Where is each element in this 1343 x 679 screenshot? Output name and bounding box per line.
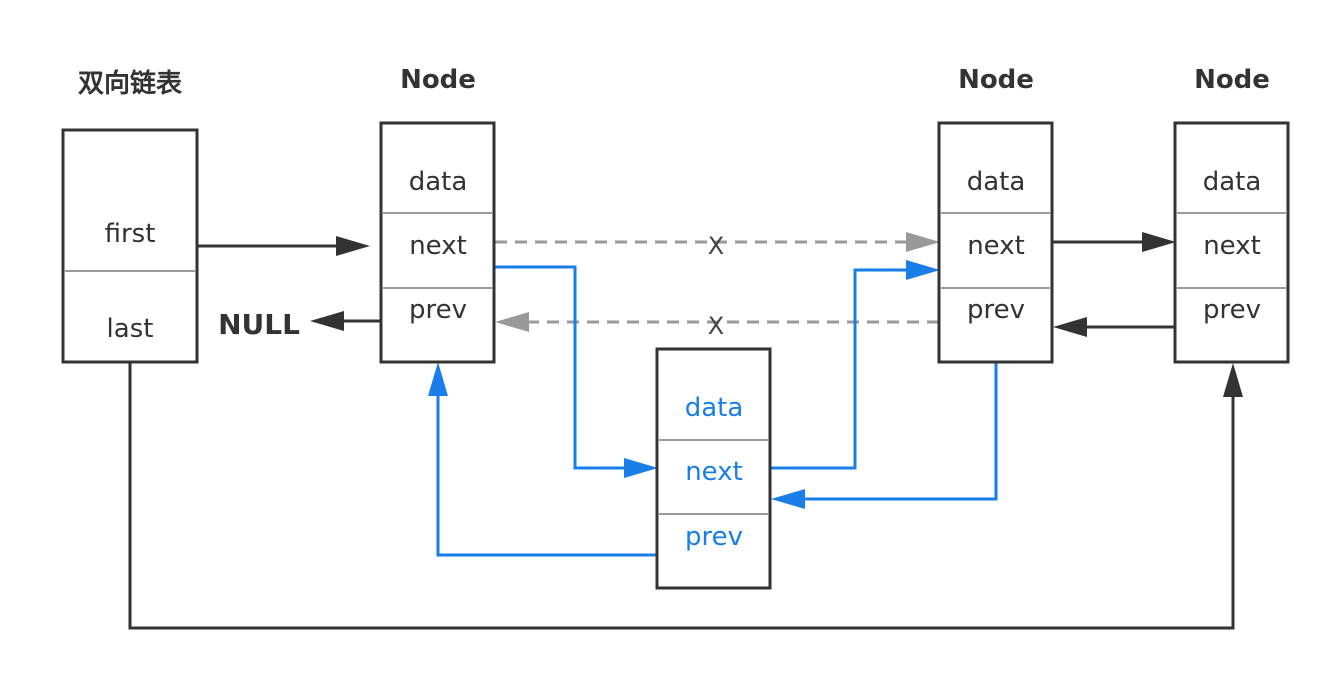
removed-mark-prev: X	[708, 312, 724, 340]
removed-mark-next: X	[708, 232, 724, 260]
node-4-field-next: next	[1203, 231, 1261, 261]
node-1-field-next: next	[409, 231, 467, 261]
new-link-new-node-prev-to-node1	[428, 362, 657, 557]
node-4: Node data next prev	[1173, 65, 1290, 364]
new-node-field-next: next	[685, 457, 743, 487]
arrow-node3-next-to-node4	[1053, 232, 1176, 252]
list-header: 双向链表 first last	[61, 68, 199, 364]
node-1-field-prev: prev	[409, 295, 467, 325]
node-3-field-prev: prev	[967, 295, 1025, 325]
arrow-first-to-node1	[197, 236, 370, 256]
arrow-last-to-node4	[128, 362, 1243, 630]
node-3: Node data next prev	[937, 65, 1054, 364]
node-3-field-next: next	[967, 231, 1025, 261]
new-link-new-node-next-to-node3	[771, 260, 940, 470]
list-title: 双向链表	[78, 68, 183, 99]
node-1-title: Node	[400, 65, 476, 95]
node-4-title: Node	[1194, 65, 1270, 95]
removed-link-node3-prev-to-node1	[495, 312, 939, 332]
new-link-node1-next-to-new-node	[495, 265, 658, 478]
null-label: NULL	[218, 308, 300, 341]
new-node: data next prev	[655, 347, 772, 590]
node-3-title: Node	[958, 65, 1034, 95]
node-1: Node data next prev	[379, 65, 496, 364]
node-1-field-data: data	[409, 167, 468, 197]
list-field-last: last	[107, 314, 154, 344]
node-3-field-data: data	[967, 167, 1026, 197]
removed-link-node1-next-to-node3	[495, 232, 940, 252]
new-link-node3-prev-to-new-node	[771, 362, 998, 509]
arrow-node1-prev-to-null	[310, 311, 381, 331]
new-node-field-prev: prev	[685, 522, 743, 552]
node-4-field-data: data	[1203, 167, 1262, 197]
list-field-first: first	[105, 219, 156, 249]
new-node-field-data: data	[685, 393, 744, 423]
node-4-field-prev: prev	[1203, 295, 1261, 325]
arrow-node4-prev-to-node3	[1053, 317, 1175, 337]
list-box	[61, 128, 199, 364]
